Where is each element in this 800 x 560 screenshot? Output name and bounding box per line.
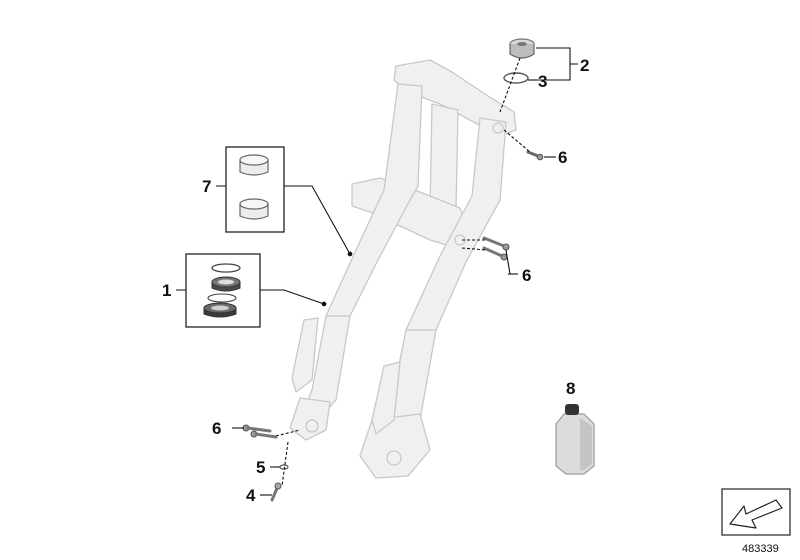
leader-5-axis <box>281 441 289 487</box>
front-fork-assembly <box>289 59 517 479</box>
part-6-bolt-upper <box>526 150 544 161</box>
leader-7 <box>216 185 351 255</box>
bushing-icon <box>239 154 269 176</box>
plug-socket-icon <box>517 42 527 46</box>
callout-5: 5 <box>256 458 265 477</box>
callout-4: 4 <box>246 486 256 505</box>
leader-6-middle-join <box>505 249 511 275</box>
callout-6-upper: 6 <box>558 148 567 167</box>
bottle-shade <box>580 418 592 470</box>
left-axle-lug <box>289 397 331 441</box>
part-3-o-ring <box>503 72 529 84</box>
washer-icon <box>207 293 237 303</box>
fork-seal-icon <box>211 276 241 292</box>
right-brake-mount <box>371 361 401 435</box>
leader-6-upper <box>503 129 531 153</box>
direction-arrow-icon <box>729 499 783 529</box>
part-4-screw <box>270 482 282 502</box>
left-brake-mount <box>291 317 319 393</box>
callout-8: 8 <box>566 379 575 398</box>
leader-2-bracket <box>532 47 578 81</box>
clamp-bolt-hole <box>386 450 402 466</box>
part-1-seal-kit-group <box>185 253 261 328</box>
left-fork-tube <box>325 83 423 317</box>
bushing-icon <box>239 198 269 220</box>
clamp-bolt-hole <box>492 122 504 134</box>
orientation-box <box>721 488 791 536</box>
leader-6-lower-axis <box>275 429 301 437</box>
part-7-bushings-group <box>225 146 285 233</box>
leader-6-middle-b <box>461 247 487 251</box>
callout-3: 3 <box>538 72 547 91</box>
circlip-icon <box>211 263 241 273</box>
leader-lines <box>176 47 578 496</box>
part-6-bolt-lower <box>242 424 278 439</box>
part-2-fork-plug <box>509 38 535 59</box>
steering-stem <box>429 103 459 213</box>
part-6-bolt-middle <box>482 236 510 261</box>
callout-6-lower: 6 <box>212 419 221 438</box>
plug-body-icon <box>509 44 535 59</box>
callout-7: 7 <box>202 177 211 196</box>
leader-1-dot <box>321 301 327 307</box>
leader-1 <box>176 289 325 305</box>
part-8-fork-oil-bottle <box>555 404 595 475</box>
bottle-cap <box>565 404 579 415</box>
clamp-bolt-hole <box>305 419 319 433</box>
right-axle-lug <box>359 413 431 479</box>
dust-wiper-icon <box>203 302 237 318</box>
callout-2: 2 <box>580 56 589 75</box>
callout-6-middle: 6 <box>522 266 531 285</box>
leader-3-axis <box>499 57 521 113</box>
diagram-number: 483339 <box>742 543 779 555</box>
leader-7-dot <box>347 251 353 257</box>
callout-1: 1 <box>162 281 171 300</box>
